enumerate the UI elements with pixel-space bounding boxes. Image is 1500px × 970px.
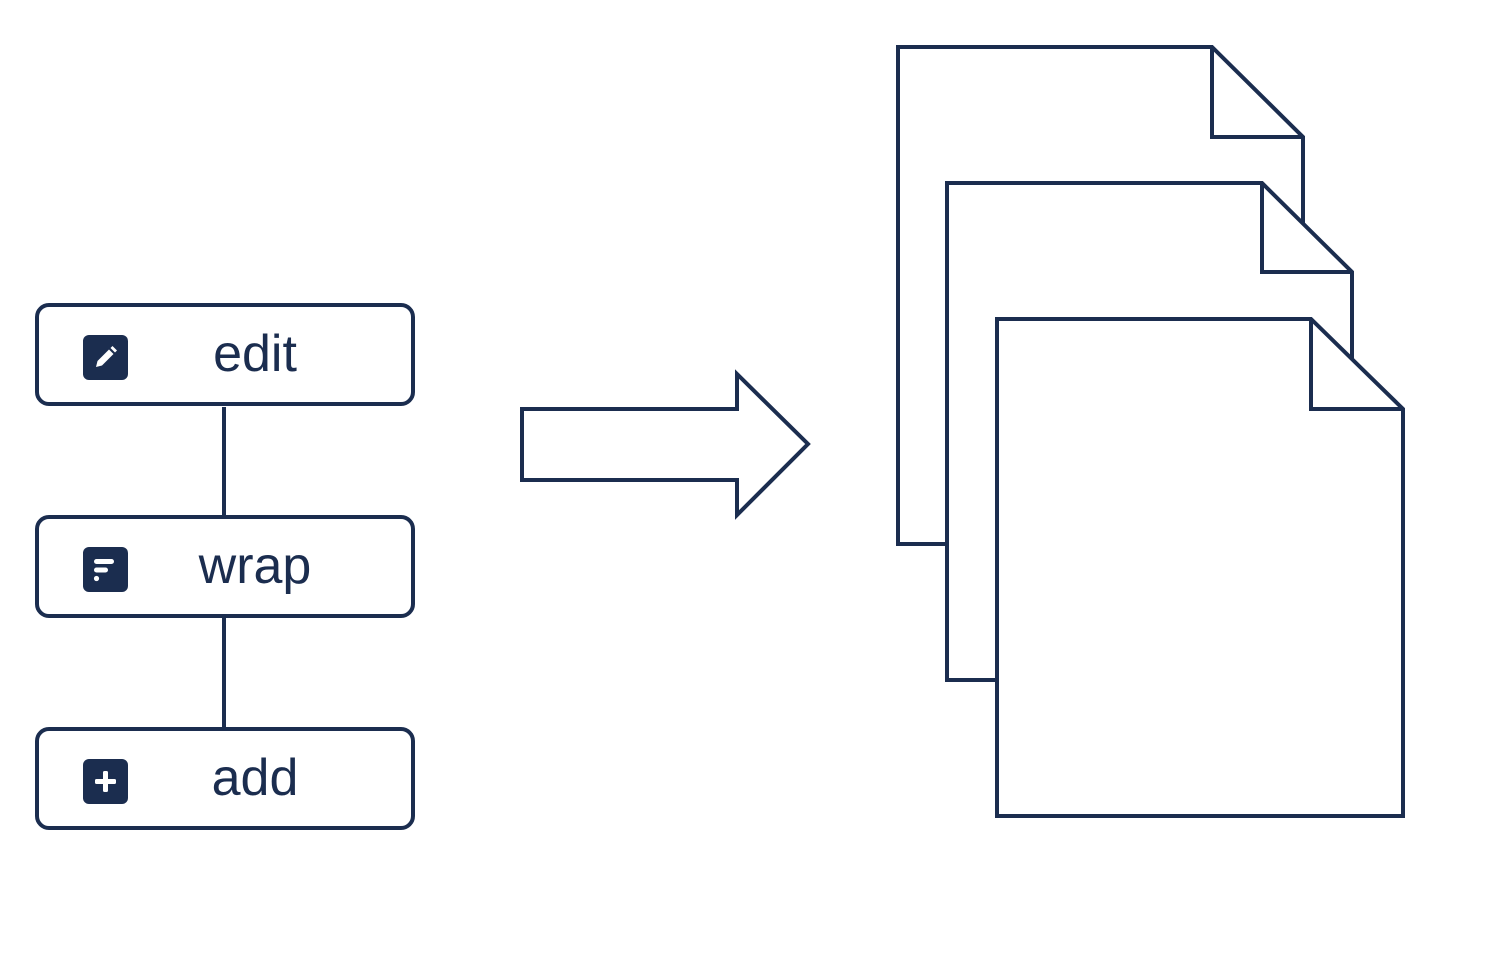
wrap-text-icon xyxy=(83,547,128,592)
step-wrap: wrap xyxy=(35,515,415,618)
right-arrow-icon xyxy=(520,369,811,520)
pencil-icon xyxy=(83,335,128,380)
plus-icon xyxy=(83,759,128,804)
step-edit: edit xyxy=(35,303,415,406)
connector-edit-wrap xyxy=(222,407,226,517)
step-add: add xyxy=(35,727,415,830)
step-label-add: add xyxy=(211,749,299,807)
step-label-edit: edit xyxy=(213,325,297,383)
document-stack-icon xyxy=(896,45,1405,818)
step-label-wrap: wrap xyxy=(198,537,312,595)
document-front xyxy=(995,317,1405,818)
connector-wrap-add xyxy=(222,618,226,728)
